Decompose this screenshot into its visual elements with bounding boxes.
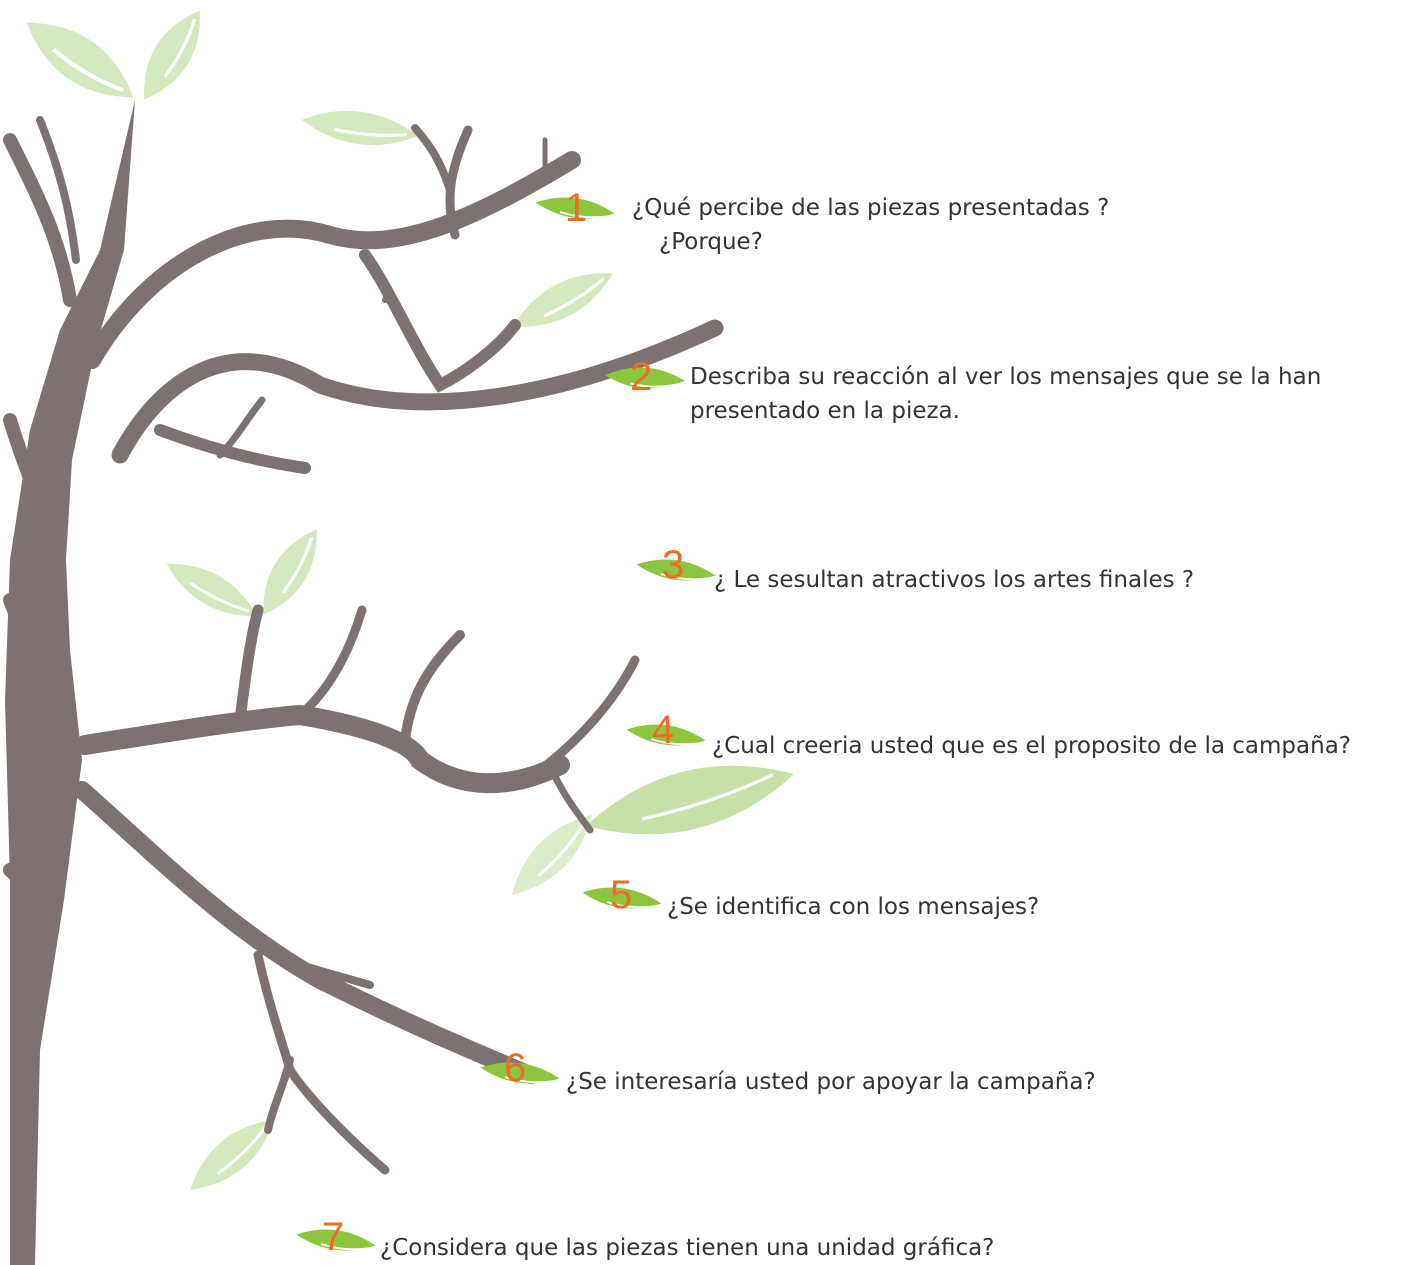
question-number: 5 xyxy=(610,873,632,917)
question-5-text: ¿Se identifica con los mensajes? xyxy=(667,890,1039,924)
question-1-text: ¿Qué percibe de las piezas presentadas ?… xyxy=(632,191,1109,259)
question-7-text: ¿Considera que las piezas tienen una uni… xyxy=(380,1231,994,1265)
numbered-leaf-4: 4 xyxy=(625,708,707,752)
question-line: ¿Considera que las piezas tienen una uni… xyxy=(380,1235,995,1261)
decorative-leaf xyxy=(179,1106,285,1204)
question-number: 4 xyxy=(652,708,674,752)
question-number: 3 xyxy=(662,543,684,587)
question-line: ¿Qué percibe de las piezas presentadas ? xyxy=(632,195,1110,221)
question-4-text: ¿Cual creeria usted que es el proposito … xyxy=(712,729,1351,763)
numbered-leaf-2: 2 xyxy=(604,355,686,399)
question-2-text: Describa su reacción al ver los mensajes… xyxy=(690,360,1321,428)
numbered-leaf-1: 1 xyxy=(534,186,616,230)
question-line: ¿Se interesaría usted por apoyar la camp… xyxy=(566,1069,1096,1095)
question-number: 1 xyxy=(565,186,587,230)
numbered-leaf-5: 5 xyxy=(581,873,663,917)
decorative-leaf xyxy=(248,520,332,624)
decorative-leaf xyxy=(579,745,801,855)
question-line: presentado en la pieza. xyxy=(690,398,960,424)
numbered-leaf-3: 3 xyxy=(635,543,717,587)
question-number: 7 xyxy=(322,1215,344,1259)
decorative-leaf xyxy=(128,0,216,110)
numbered-leaf-7: 7 xyxy=(295,1215,377,1259)
question-3-text: ¿ Le sesultan atractivos los artes final… xyxy=(714,563,1194,597)
tree-trunk xyxy=(5,100,135,1265)
decorative-leaf xyxy=(158,550,266,630)
question-line: ¿ Le sesultan atractivos los artes final… xyxy=(714,567,1195,593)
decorative-leaf xyxy=(505,258,621,342)
question-line: ¿Porque? xyxy=(659,229,763,255)
numbered-leaf-6: 6 xyxy=(479,1046,561,1090)
question-number: 6 xyxy=(504,1046,526,1090)
question-line: ¿Cual creeria usted que es el proposito … xyxy=(712,733,1352,759)
decorative-leaf xyxy=(499,802,605,908)
decorative-leaf xyxy=(299,103,421,153)
tree-branches xyxy=(3,100,724,1265)
decorative-leaves xyxy=(13,0,801,1204)
question-line: ¿Se identifica con los mensajes? xyxy=(667,894,1040,920)
question-number: 2 xyxy=(630,355,652,399)
question-line: Describa su reacción al ver los mensajes… xyxy=(690,364,1322,390)
question-6-text: ¿Se interesaría usted por apoyar la camp… xyxy=(566,1065,1096,1099)
decorative-leaf xyxy=(13,4,147,116)
